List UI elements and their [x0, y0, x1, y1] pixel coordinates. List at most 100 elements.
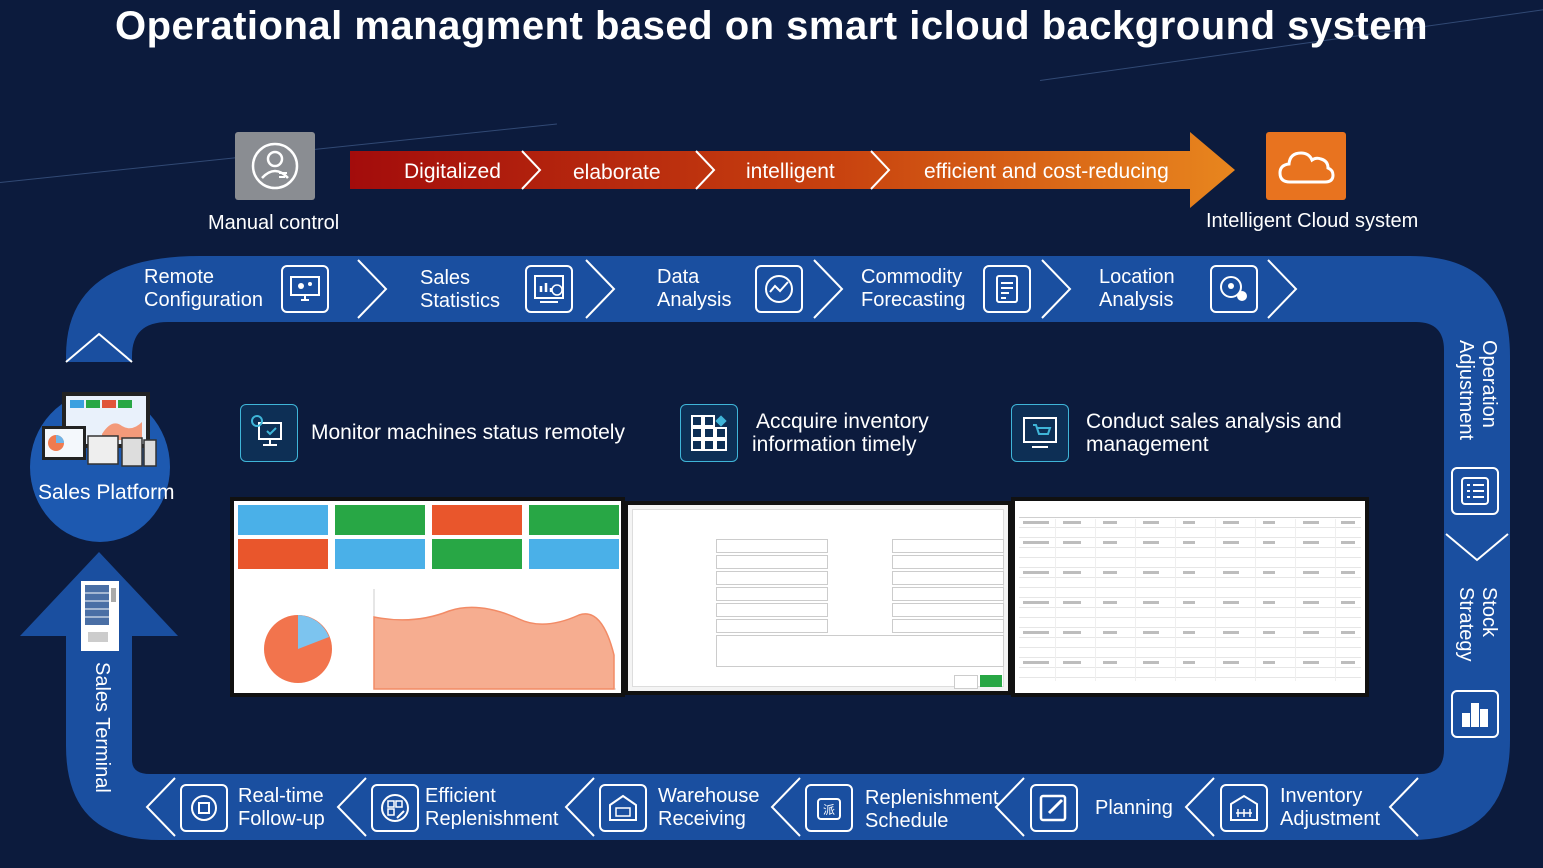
dashboard-screenshot — [230, 497, 625, 697]
dashboard-charts — [264, 589, 616, 690]
dashboard-tile — [238, 539, 328, 569]
grid-rocket-icon — [371, 784, 419, 832]
checklist-icon — [1451, 467, 1499, 515]
table-row — [1019, 587, 1361, 588]
table-row — [1019, 597, 1361, 598]
cart-screen-icon — [1011, 404, 1069, 462]
table-row — [1019, 607, 1361, 608]
vending-machine-icon — [80, 580, 120, 652]
progression-step-elaborate: elaborate — [573, 161, 661, 184]
table-row — [1019, 617, 1361, 618]
user-settings-icon — [251, 142, 299, 190]
table-column — [1095, 519, 1096, 681]
remote-monitor-icon — [240, 404, 298, 462]
table-column — [1055, 519, 1056, 681]
table-row — [1019, 557, 1361, 558]
progression-step-digitalized: Digitalized — [404, 160, 501, 183]
product-form-screenshot — [624, 501, 1012, 695]
table-column — [1335, 519, 1336, 681]
form-field — [716, 587, 828, 601]
form-field — [892, 587, 1004, 601]
dashboard-tile — [432, 505, 522, 535]
warehouse-truck-icon — [599, 784, 647, 832]
table-row — [1019, 667, 1361, 668]
cloud-icon — [1278, 151, 1335, 184]
table-row — [1019, 577, 1361, 578]
table-row — [1019, 537, 1361, 538]
dispatch-icon: 派 — [805, 784, 853, 832]
dashboard-tile — [335, 539, 425, 569]
devices-icon — [42, 390, 158, 468]
table-row — [1019, 567, 1361, 568]
cloud-system-box — [1266, 132, 1346, 200]
feature-monitor-machines: Monitor machines status remotely — [311, 421, 625, 444]
svg-text:派: 派 — [823, 803, 835, 817]
table-row — [1019, 527, 1361, 528]
table-row — [1019, 627, 1361, 628]
table-column — [1295, 519, 1296, 681]
storehouse-icon — [1220, 784, 1268, 832]
bar-blocks-icon — [1451, 690, 1499, 738]
form-field — [716, 571, 828, 585]
progression-step-efficient: efficient and cost-reducing — [924, 160, 1169, 183]
clipboard-list-icon — [983, 265, 1031, 313]
table-column — [1135, 519, 1136, 681]
table-row — [1019, 547, 1361, 548]
form-field — [892, 603, 1004, 617]
form-submit-button — [980, 675, 1002, 687]
form-field — [892, 555, 1004, 569]
manual-control-label: Manual control — [208, 212, 340, 234]
table-column — [1255, 519, 1256, 681]
table-row — [1019, 657, 1361, 658]
dashboard-tile — [432, 539, 522, 569]
manual-control-box — [235, 132, 315, 200]
sales-platform-label: Sales Platform — [38, 481, 175, 504]
table-cell-marks — [1023, 521, 1355, 664]
form-field — [892, 571, 1004, 585]
form-field — [716, 539, 828, 553]
dashboard-tile — [335, 505, 425, 535]
dashboard-tile — [529, 539, 619, 569]
inventory-grid-icon — [680, 404, 738, 462]
form-textarea — [716, 635, 1004, 667]
form-field — [716, 619, 828, 633]
form-field — [716, 603, 828, 617]
dashboard-tile — [529, 505, 619, 535]
table-row — [1019, 677, 1361, 678]
sales-terminal-label: Sales Terminal — [91, 662, 113, 793]
edit-pen-icon — [1030, 784, 1078, 832]
table-row — [1019, 647, 1361, 648]
data-table-screenshot — [1011, 497, 1369, 697]
table-column — [1215, 519, 1216, 681]
table-column — [1175, 519, 1176, 681]
chart-screen-icon — [525, 265, 573, 313]
dashboard-tile — [238, 505, 328, 535]
form-cancel-button — [954, 675, 978, 689]
table-row — [1019, 637, 1361, 638]
map-location-icon — [1210, 265, 1258, 313]
form-field — [892, 539, 1004, 553]
step-planning: Planning — [1095, 797, 1173, 819]
form-field — [892, 619, 1004, 633]
progression-arrow — [350, 132, 1235, 208]
progression-step-intelligent: intelligent — [746, 160, 835, 183]
cloud-system-label: Intelligent Cloud system — [1206, 210, 1419, 232]
sync-box-icon — [180, 784, 228, 832]
analysis-gauge-icon — [755, 265, 803, 313]
form-field — [716, 555, 828, 569]
table-row — [1019, 517, 1361, 518]
